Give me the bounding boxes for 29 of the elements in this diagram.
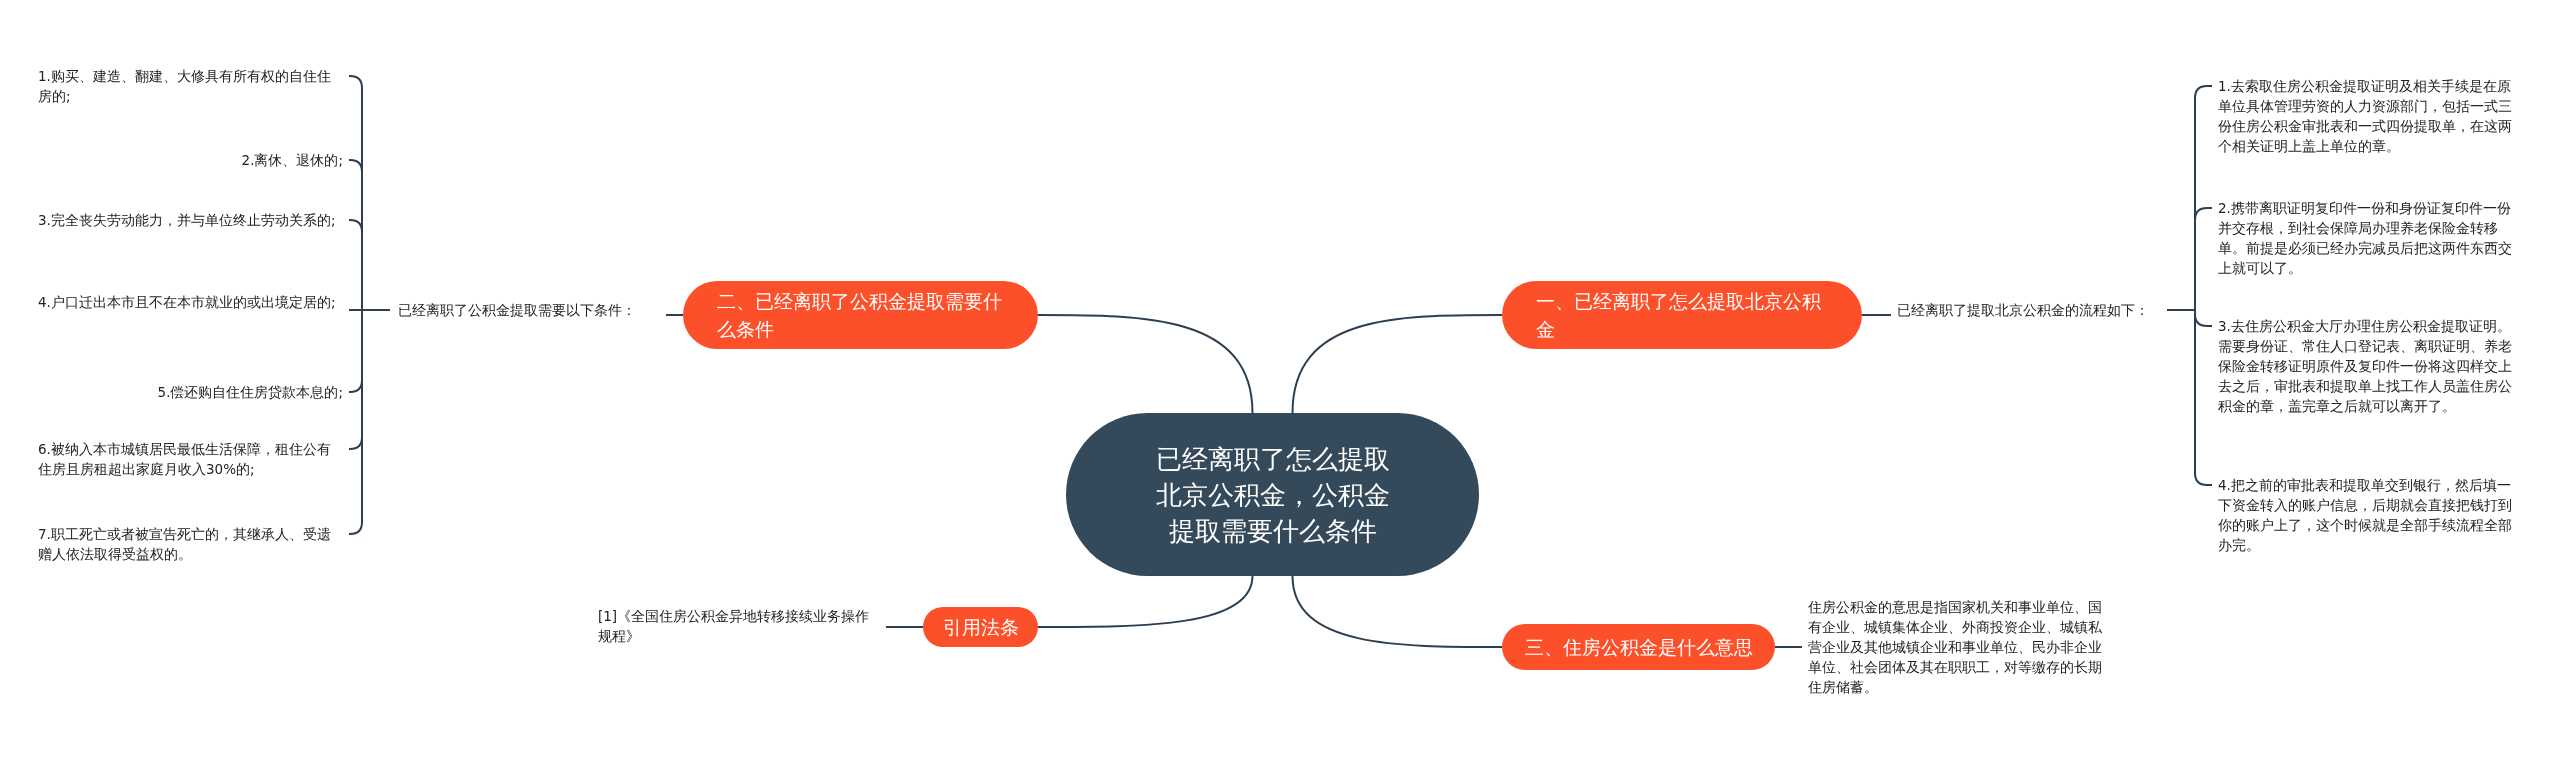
- branch-box: 三、住房公积金是什么意思: [1502, 624, 1775, 670]
- connector-line: [1291, 314, 1503, 414]
- condition-text: 4.户口迁出本市且不在本市就业的或出境定居的;: [38, 292, 343, 312]
- condition-text: 5.偿还购自住住房贷款本息的;: [38, 382, 343, 402]
- connector-line: [665, 314, 684, 316]
- connector-line: [885, 626, 924, 628]
- branch-box: 一、已经离职了怎么提取北京公积金: [1502, 281, 1862, 349]
- connector-line: [1774, 646, 1803, 648]
- connector-line: [1037, 575, 1254, 628]
- condition-text: 6.被纳入本市城镇居民最低生活保障，租住公有住房且房租超出家庭月收入30%的;: [38, 439, 343, 479]
- condition-text: 2.离休、退休的;: [38, 150, 343, 170]
- connector-line: [348, 309, 391, 535]
- step-text: 1.去索取住房公积金提取证明及相关手续是在原单位具体管理劳资的人力资源部门，包括一式三份住房公积金审批表和一式四份提取单，在这两个相关证明上盖上单位的章。: [2218, 76, 2518, 156]
- step-text: 4.把之前的审批表和提取单交到银行，然后填一下资金转入的账户信息，后期就会直接把钱打到你的账户上了，这个时候就是全部手续流程全部办完。: [2218, 475, 2518, 555]
- branch-note: 已经离职了提取北京公积金的流程如下：: [1897, 300, 2159, 320]
- reference-text: [1]《全国住房公积金异地转移接续业务操作规程》: [598, 606, 880, 646]
- branch-box: 二、已经离职了公积金提取需要什么条件: [683, 281, 1038, 349]
- definition-text: 住房公积金的意思是指国家机关和事业单位、国有企业、城镇集体企业、外商投资企业、城镇私营企业及其他城镇企业和事业单位、民办非企业单位、社会团体及其在职职工，对等缴存的长期住房储蓄。: [1808, 597, 2108, 697]
- step-text: 3.去住房公积金大厅办理住房公积金提取证明。需要身份证、常住人口登记表、离职证明、养老保险金转移证明原件及复印件一份将这四样交上去之后，审批表和提取单上找工作人员盖住房公积金的章，盖完章之后就可以离开了。: [2218, 316, 2518, 416]
- connector-line: [1037, 314, 1254, 414]
- branch-note: 已经离职了公积金提取需要以下条件：: [398, 300, 660, 320]
- condition-text: 3.完全丧失劳动能力，并与单位终止劳动关系的;: [38, 210, 343, 230]
- step-text: 2.携带离职证明复印件一份和身份证复印件一份并交存根，到社会保障局办理养老保险金转移单。前提是必须已经办完减员后把这两件东西交上就可以了。: [2218, 198, 2518, 278]
- branch-box: 引用法条: [923, 607, 1038, 647]
- topic-box: 已经离职了怎么提取北京公积金，公积金提取需要什么条件: [1066, 413, 1479, 576]
- connector-line: [1861, 314, 1892, 316]
- condition-text: 1.购买、建造、翻建、大修具有所有权的自住住房的;: [38, 66, 343, 106]
- connector-line: [1291, 575, 1503, 648]
- condition-text: 7.职工死亡或者被宣告死亡的，其继承人、受遗赠人依法取得受益权的。: [38, 524, 343, 564]
